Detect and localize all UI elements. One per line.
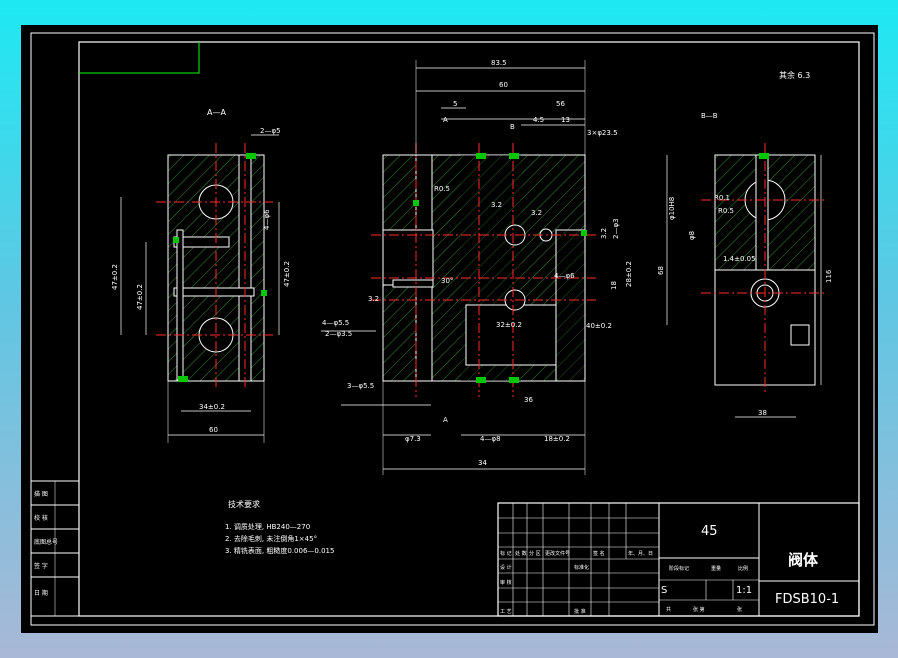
main-dim-18: 2—φ3.5 xyxy=(325,330,352,338)
stamp-row-3: 签 字 xyxy=(34,562,48,570)
tb-bottom-2: 张 xyxy=(737,606,742,613)
tb-stage-0: 阶段标记 xyxy=(669,565,689,572)
tech-title: 技术要求 xyxy=(228,499,260,509)
main-dim-1: 60 xyxy=(499,81,508,89)
tb-stage-1: 重量 xyxy=(711,565,721,572)
main-dim-20: 4—φ6 xyxy=(554,272,575,280)
tb-header-5: 年、月、日 xyxy=(628,550,653,557)
tb-header-4: 签 名 xyxy=(593,550,605,557)
main-dim-15: 3.2 xyxy=(368,295,379,303)
outer-border xyxy=(30,32,875,626)
main-dim-26: φ7.3 xyxy=(405,435,421,443)
main-dim-13: 3.2 xyxy=(531,209,542,217)
drawing-sheet: 其余 6.3 A—A 2—φ5 4—φ6 47±0.2 47±0.2 34±0.… xyxy=(30,32,875,626)
tb-header-3: 更改文件号 xyxy=(545,550,570,557)
sheet-mark: S xyxy=(661,585,667,596)
main-dim-21: 18 xyxy=(610,281,618,290)
tb-stage-2: 比例 xyxy=(738,565,748,572)
right-dim-7: φ10H8 xyxy=(668,197,676,220)
tb-row-1: 标准化 xyxy=(574,564,589,571)
right-dim-4: 68 xyxy=(657,266,665,275)
main-dim-30: 34 xyxy=(478,459,487,467)
main-dim-22: 28±0.2 xyxy=(625,261,633,287)
tb-row-2: 审 核 xyxy=(500,579,512,586)
part-name: 阀体 xyxy=(788,551,819,569)
right-dim-0: B—B xyxy=(701,112,718,120)
main-dim-29: 18±0.2 xyxy=(544,435,570,443)
scale-mark: 1:1 xyxy=(736,585,752,596)
tech-item-3: 3. 精铣表面, 粗糙度0.006—0.015 xyxy=(225,546,334,555)
main-dim-0: 83.5 xyxy=(491,59,507,67)
tb-row-0: 设 计 xyxy=(500,564,512,571)
inner-border xyxy=(78,41,860,617)
main-dim-23: 32±0.2 xyxy=(496,321,522,329)
left-stamp-strip: 描 图 校 核 底图总号 签 字 日 期 xyxy=(30,480,80,617)
main-view: 83.5 60 5 56 4.5 13 3×φ23.5 B A A R0.5 3… xyxy=(321,59,633,475)
main-dim-28: 4—φ8 xyxy=(480,435,501,443)
drawing-number: FDSB10-1 xyxy=(775,592,839,607)
tb-bottom-0: 共 xyxy=(666,606,671,613)
right-dim-8: φ8 xyxy=(688,231,696,240)
right-dim-1: R0.1 xyxy=(714,194,730,202)
left-dim-0: 2—φ5 xyxy=(260,127,281,135)
stamp-row-4: 日 期 xyxy=(34,589,48,597)
stamp-row-2: 底图总号 xyxy=(34,538,58,546)
right-dim-6: 38 xyxy=(758,409,767,417)
left-dim-1: 4—φ6 xyxy=(263,209,271,230)
cad-drawing-canvas: 其余 6.3 A—A 2—φ5 4—φ6 47±0.2 47±0.2 34±0.… xyxy=(21,25,878,633)
main-dim-4: 4.5 xyxy=(533,116,544,124)
left-view: 2—φ5 4—φ6 47±0.2 47±0.2 34±0.2 60 47±0.2 xyxy=(111,127,291,443)
main-dim-17: 2—φ3 xyxy=(612,218,620,239)
left-dim-4: 34±0.2 xyxy=(199,403,225,411)
tb-bottom-1: 张 第 xyxy=(693,606,705,613)
main-dim-12: 3.2 xyxy=(491,201,502,209)
corner-box xyxy=(79,42,200,74)
roughness-mark: 其余 6.3 xyxy=(779,70,810,80)
tech-item-2: 2. 去除毛刺, 未注倒角1×45° xyxy=(225,534,317,543)
tb-header-2: 分 区 xyxy=(529,550,541,557)
tb-header-0: 标 记 xyxy=(500,550,512,557)
tech-requirements: 技术要求 1. 调质处理, HB240—270 2. 去除毛刺, 未注倒角1×4… xyxy=(225,499,334,555)
main-dim-9: A xyxy=(443,116,448,124)
right-dim-5: 116 xyxy=(825,269,833,283)
main-dim-3: 56 xyxy=(556,100,565,108)
left-dim-6: 47±0.2 xyxy=(283,261,291,287)
right-dim-3: 1.4±0.05 xyxy=(723,255,756,263)
main-dim-19: 4—φ5.5 xyxy=(322,319,349,327)
tb-header-1: 处 数 xyxy=(515,550,527,557)
title-block: 标 记 处 数 分 区 更改文件号 签 名 年、月、日 设 计 标准化 审 核 … xyxy=(497,502,860,617)
tb-row-3: 工 艺 xyxy=(500,609,512,615)
main-dim-27: 36 xyxy=(524,396,533,404)
main-dim-25: 3—φ5.5 xyxy=(347,382,374,390)
main-dim-6: 3×φ23.5 xyxy=(587,129,618,137)
material-label: 45 xyxy=(701,524,718,539)
main-dim-24: 40±0.2 xyxy=(586,322,612,330)
left-dim-2: 47±0.2 xyxy=(111,264,119,290)
main-dim-2: 5 xyxy=(453,100,457,108)
right-dim-2: R0.5 xyxy=(718,207,734,215)
right-view: B—B R0.1 R0.5 1.4±0.05 68 116 38 φ10H8 φ… xyxy=(657,112,833,418)
main-dim-7: B xyxy=(510,123,515,131)
tech-item-1: 1. 调质处理, HB240—270 xyxy=(225,522,310,531)
left-dim-5: 60 xyxy=(209,426,218,434)
stamp-row-1: 校 核 xyxy=(34,514,48,522)
main-dim-10: A xyxy=(443,416,448,424)
tb-row-4: 批 准 xyxy=(574,608,586,615)
left-dim-3: 47±0.2 xyxy=(136,284,144,310)
main-dim-14: 30° xyxy=(441,277,453,285)
main-dim-16: 3.2 xyxy=(600,228,608,239)
stamp-row-0: 描 图 xyxy=(34,490,48,498)
main-dim-5: 13 xyxy=(561,116,570,124)
main-dim-11: R0.5 xyxy=(434,185,450,193)
view-label-aa: A—A xyxy=(207,108,226,117)
